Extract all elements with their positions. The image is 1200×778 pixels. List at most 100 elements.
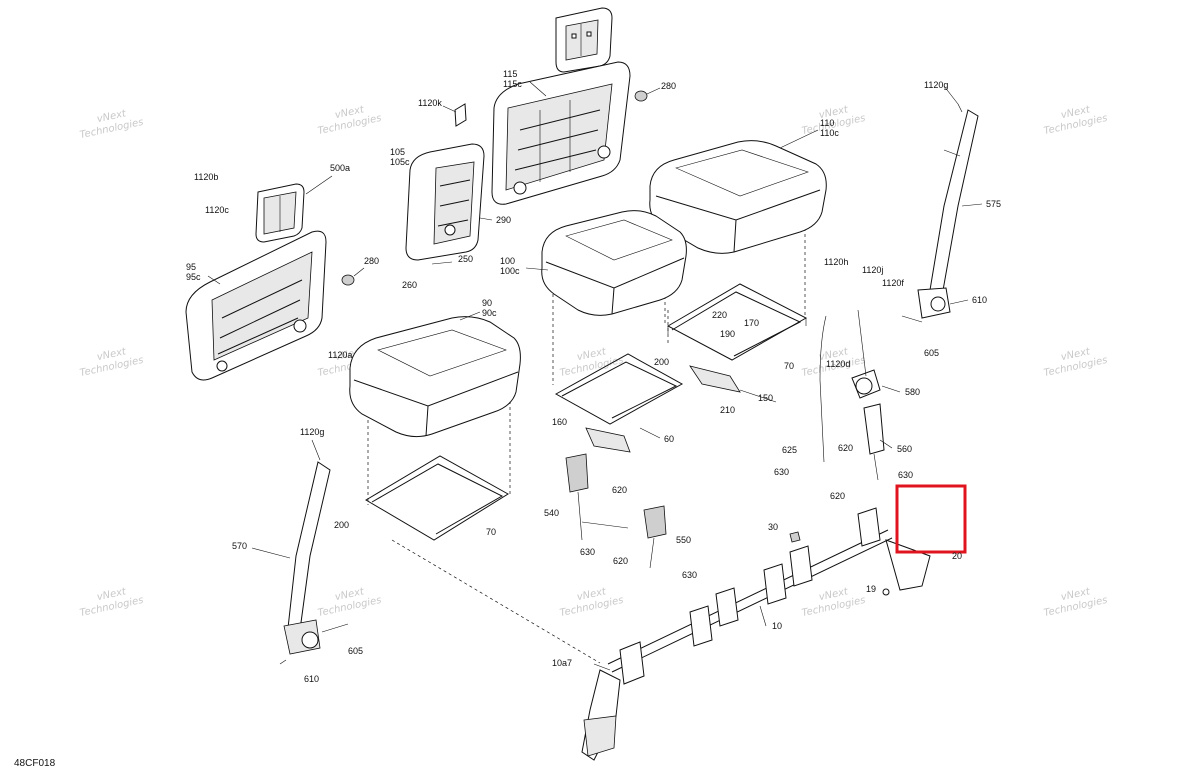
callout-620: 620 [830, 491, 845, 501]
callout-280: 280 [364, 256, 379, 266]
callout-625: 625 [782, 445, 797, 455]
watermark: vNext Technologies [1043, 586, 1109, 619]
callout-160: 160 [552, 417, 567, 427]
callout-630: 630 [898, 470, 913, 480]
callout-labels: 1120g 575 610 605 580 560 620 620 625 63… [186, 69, 1001, 684]
backrest-105[interactable] [405, 143, 485, 261]
seat-frame-60-middle[interactable] [554, 353, 684, 425]
watermark: vNext Technologies [79, 108, 145, 141]
seat-frame-70-left[interactable] [365, 455, 509, 541]
callout-115: 115 [503, 69, 517, 79]
callout-620: 620 [612, 485, 627, 495]
callout-100: 100 [500, 256, 515, 266]
callout-260: 260 [402, 280, 417, 290]
leader-lines [207, 81, 983, 671]
watermark: vNext Technologies [79, 586, 145, 619]
callout-630: 630 [580, 547, 595, 557]
callout-10a7: 10a7 [552, 658, 572, 668]
backrest-95[interactable] [185, 230, 327, 381]
highlight-box [895, 484, 967, 554]
watermark: vNext Technologies [317, 586, 383, 619]
callout-90c: 90c [482, 308, 497, 318]
seat-cushion-100[interactable] [541, 210, 687, 316]
watermark: vNext Technologies [79, 346, 145, 379]
callout-620: 620 [838, 443, 853, 453]
callout-610: 610 [972, 295, 987, 305]
callout-150: 150 [758, 393, 773, 403]
callout-30: 30 [768, 522, 778, 532]
callout-290: 290 [496, 215, 511, 225]
callout-95: 95 [186, 262, 196, 272]
callout-1120c: 1120c [205, 205, 229, 215]
latch-150[interactable] [689, 365, 741, 393]
watermark: vNext Technologies [1043, 104, 1109, 137]
callout-580: 580 [905, 387, 920, 397]
callout-110c: 110c [820, 128, 839, 138]
callout-620: 620 [613, 556, 628, 566]
callout-70: 70 [784, 361, 794, 371]
callout-605: 605 [924, 348, 939, 358]
seat-belt-580[interactable] [819, 309, 881, 463]
callout-60: 60 [664, 434, 674, 444]
callout-1120k: 1120k [418, 98, 442, 108]
callout-105: 105 [390, 147, 405, 157]
seat-cushion-90[interactable] [349, 316, 521, 438]
callout-190: 190 [720, 329, 735, 339]
seat-frame-70-right[interactable] [666, 283, 808, 361]
callout-1120b: 1120b [194, 172, 218, 182]
callout-200: 200 [654, 357, 669, 367]
latch-middle[interactable] [585, 427, 631, 453]
clip-1120k[interactable] [454, 103, 467, 127]
callout-1120g: 1120g [924, 80, 948, 90]
cap-280-top[interactable] [634, 90, 648, 102]
callout-250: 250 [458, 254, 473, 264]
callout-70: 70 [486, 527, 496, 537]
seat-belt-575[interactable] [917, 109, 979, 319]
bolt-19[interactable] [882, 588, 890, 596]
callout-20: 20 [952, 551, 962, 561]
buckle-560[interactable] [863, 403, 885, 481]
callout-550: 550 [676, 535, 691, 545]
callout-1120f: 1120f [882, 278, 904, 288]
callout-605: 605 [348, 646, 363, 656]
callout-19: 19 [866, 584, 876, 594]
nut-30[interactable] [789, 531, 801, 543]
callout-1120a: 1120a [328, 350, 352, 360]
callout-540: 540 [544, 508, 559, 518]
seat-belt-570[interactable] [283, 461, 331, 655]
callout-95c: 95c [186, 272, 201, 282]
callout-560: 560 [897, 444, 912, 454]
backrest-115[interactable] [491, 61, 631, 205]
callout-170: 170 [744, 318, 759, 328]
callout-575: 575 [986, 199, 1001, 209]
watermark: vNext Technologies [559, 586, 625, 619]
callout-210: 210 [720, 405, 735, 415]
figure-code: 48CF018 [14, 758, 56, 769]
callout-90: 90 [482, 298, 492, 308]
callout-1120j: 1120j [862, 265, 883, 275]
buckle-550[interactable] [643, 505, 667, 569]
watermark: vNext Technologies [317, 104, 383, 137]
base-frame-10[interactable] [581, 507, 931, 761]
callout-105c: 105c [390, 157, 410, 167]
callout-220: 220 [712, 310, 727, 320]
callout-1120d: 1120d [826, 359, 850, 369]
callout-570: 570 [232, 541, 247, 551]
assembly-dashed-lines [367, 210, 806, 664]
callout-630: 630 [682, 570, 697, 580]
watermark: vNext Technologies [1043, 346, 1109, 379]
callout-100c: 100c [500, 266, 520, 276]
callout-280: 280 [661, 81, 676, 91]
callout-110: 110 [820, 118, 834, 128]
watermark: vNext Technologies [801, 586, 867, 619]
headrest-top[interactable] [555, 7, 613, 73]
cap-280-left[interactable] [341, 274, 355, 286]
buckle-540[interactable] [565, 453, 589, 541]
callout-500a: 500a [330, 163, 350, 173]
callout-1120h: 1120h [824, 257, 848, 267]
headrest-500a[interactable] [255, 183, 305, 243]
callout-200: 200 [334, 520, 349, 530]
callout-115c: 115c [503, 79, 522, 89]
callout-630: 630 [774, 467, 789, 477]
